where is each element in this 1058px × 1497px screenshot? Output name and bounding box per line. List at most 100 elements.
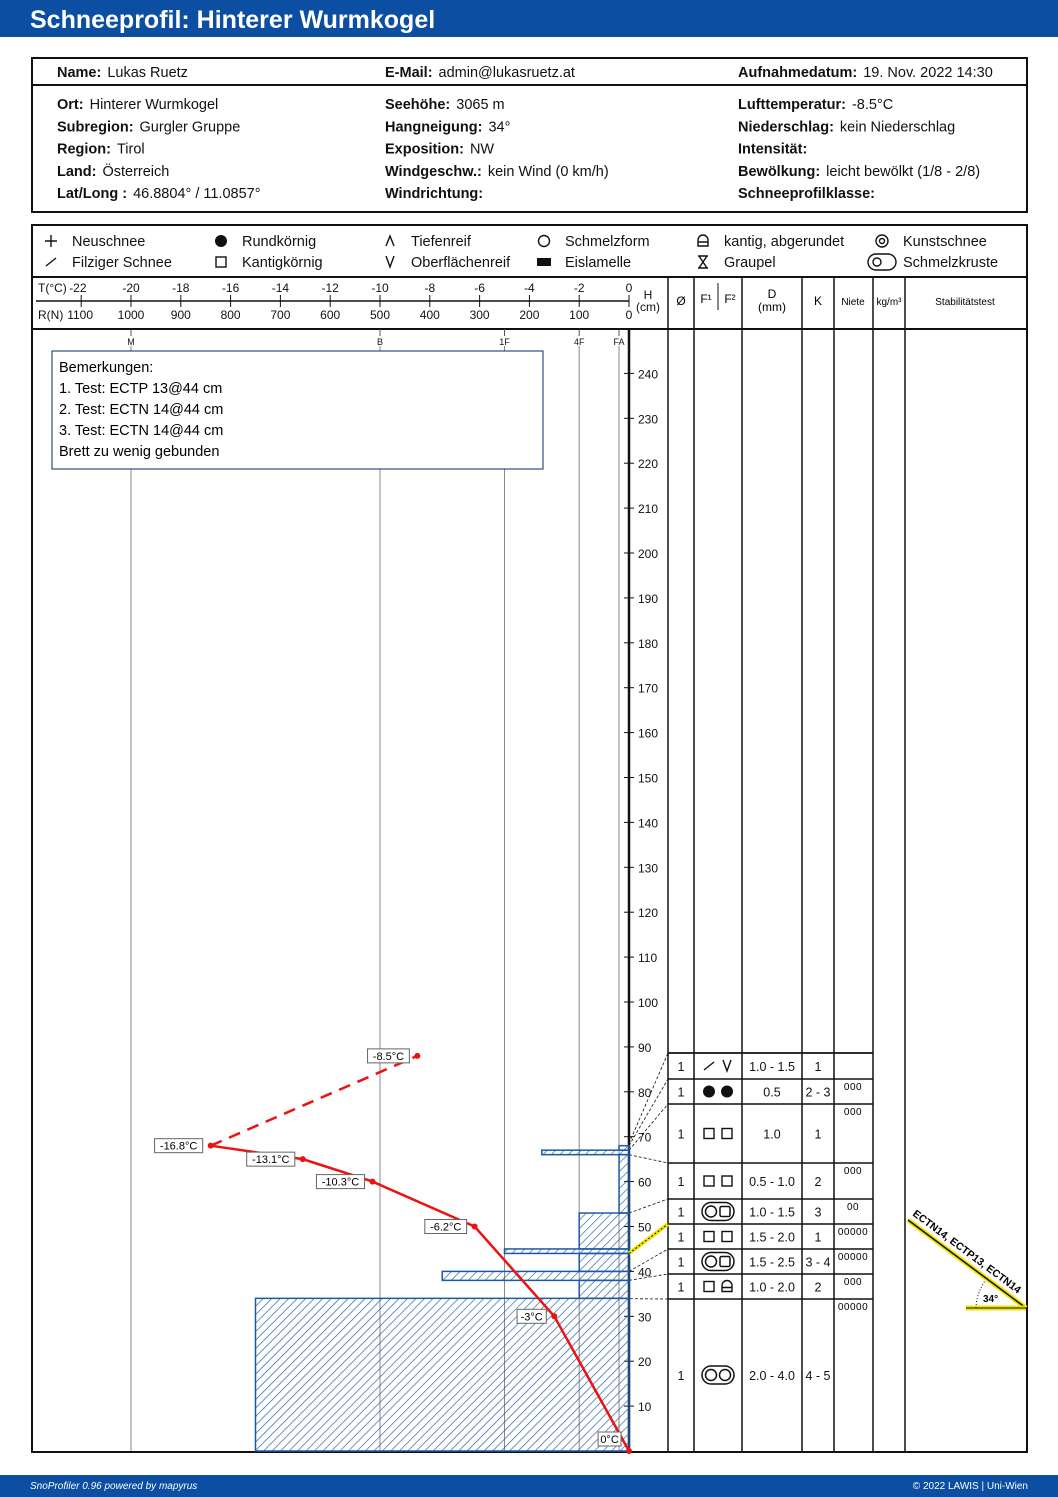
legend-label: Filziger Schnee [72, 255, 172, 271]
resist-tick-label: 200 [519, 308, 539, 322]
info-field: Lat/Long :46.8804° / 11.0857° [57, 186, 261, 202]
temperature-label: -13.1°C [252, 1154, 289, 1166]
legend-label: Kantigkörnig [242, 255, 323, 271]
hardness-cell: 2 [815, 1281, 822, 1295]
hardness-cell: 3 [815, 1206, 822, 1220]
layer-connector [628, 1248, 669, 1272]
height-tick-label: 140 [638, 816, 658, 830]
info-value: Hinterer Wurmkogel [90, 97, 219, 113]
height-tick-label: 50 [638, 1221, 652, 1235]
hardness-bar [618, 1144, 630, 1151]
resist-tick-label: 600 [320, 308, 340, 322]
resist-tick-label: 900 [171, 308, 191, 322]
hardness-bar [578, 1252, 630, 1273]
legend-item: Kantigkörnig [215, 255, 323, 271]
info-field: Seehöhe:3065 m [385, 97, 505, 113]
info-field: Lufttemperatur:-8.5°C [738, 97, 893, 113]
target-icon [875, 234, 889, 248]
legend-label: Schmelzkruste [903, 255, 998, 271]
wetness-cell: 1 [678, 1128, 685, 1142]
melt-cluster-icon [701, 1201, 735, 1222]
info-value: leicht bewölkt (1/8 - 2/8) [826, 164, 980, 180]
hardness-label: 1F [499, 337, 510, 347]
info-label: Hangneigung: [385, 119, 482, 135]
legend-label: Neuschnee [72, 234, 145, 250]
temp-axis-label: T(°C) [38, 281, 67, 295]
surfacehoar-icon [722, 1059, 732, 1074]
facet-icon [703, 1175, 715, 1187]
page-title: Schneeprofil: Hinterer Wurmkogel [30, 6, 435, 34]
grain-size-cell: 1.0 [763, 1128, 780, 1142]
height-tick-label: 40 [638, 1265, 652, 1279]
info-box [31, 57, 1028, 213]
legend-item: Schmelzkruste [867, 253, 998, 271]
niete-cell: 000 [844, 1107, 862, 1118]
column-header-d_unit: (mm) [758, 300, 786, 314]
info-label: Intensität: [738, 142, 807, 158]
niete-cell: 00000 [838, 1227, 868, 1238]
resist-tick-label: 400 [420, 308, 440, 322]
temp-tick-label: -6 [474, 281, 485, 295]
temperature-label-box [597, 1431, 622, 1447]
info-label: Region: [57, 142, 111, 158]
height-tick-label: 170 [638, 682, 658, 696]
melt-crust-icon [867, 253, 897, 271]
resist-tick-label: 1000 [118, 308, 145, 322]
info-value: kein Wind (0 km/h) [488, 164, 609, 180]
facet-icon [703, 1230, 715, 1243]
remark-line: 3. Test: ECTN 14@44 cm [59, 423, 223, 439]
temperature-label-box [367, 1048, 410, 1064]
resist-tick-label: 700 [270, 308, 290, 322]
resist-axis-label: R(N) [38, 308, 63, 322]
height-axis-unit: (cm) [636, 300, 660, 314]
temperature-label-box [315, 1174, 366, 1190]
info-value: 19. Nov. 2022 14:30 [863, 65, 993, 81]
height-tick-label: 160 [638, 727, 658, 741]
melt-cluster-icon [701, 1251, 735, 1272]
hardness-bar [578, 1279, 630, 1300]
grain-size-cell: 1.0 - 1.5 [749, 1060, 795, 1074]
slash-icon [45, 257, 57, 267]
niete-cell: 00000 [838, 1252, 868, 1263]
legend-label: Tiefenreif [411, 234, 472, 250]
info-value: NW [470, 142, 494, 158]
layer-connector [628, 1154, 669, 1164]
info-value: -8.5°C [852, 97, 893, 113]
column-header-stability: Stabilitätstest [935, 297, 995, 308]
hardness-bar [441, 1270, 630, 1282]
layer-connector [628, 1103, 669, 1151]
footer-credit: SnoProfiler 0.96 powered by mapyrus [30, 1481, 197, 1492]
info-field: Exposition:NW [385, 142, 494, 158]
height-tick-label: 210 [638, 502, 658, 516]
temperature-point [551, 1313, 558, 1320]
temp-tick-label: 0 [626, 281, 633, 295]
info-value: kein Niederschlag [840, 119, 955, 135]
info-value: Tirol [117, 142, 145, 158]
height-tick-label: 80 [638, 1086, 652, 1100]
legend-label: Kunstschnee [903, 234, 987, 250]
info-field: Land:Österreich [57, 162, 169, 180]
slope-angle: 34° [983, 1294, 998, 1305]
info-value: Österreich [102, 162, 169, 180]
stability-result: ECTN14, ECTP13, ECTN14 [910, 1208, 1023, 1297]
info-field: Bewölkung:leicht bewölkt (1/8 - 2/8) [738, 164, 980, 180]
info-label: Windgeschw.: [385, 164, 482, 180]
info-field: E-Mail:admin@lukasruetz.at [385, 65, 575, 81]
hardness-cell: 3 - 4 [805, 1256, 830, 1270]
temp-tick-label: -4 [524, 281, 535, 295]
height-tick-label: 150 [638, 772, 658, 786]
legend-item: Neuschnee [45, 234, 145, 250]
info-field: Region: Tirol [57, 142, 145, 158]
layer-connector [628, 1078, 669, 1146]
height-tick-label: 200 [638, 547, 658, 561]
stability-slope [907, 1219, 1027, 1309]
niete-cell: 00 [847, 1202, 859, 1213]
